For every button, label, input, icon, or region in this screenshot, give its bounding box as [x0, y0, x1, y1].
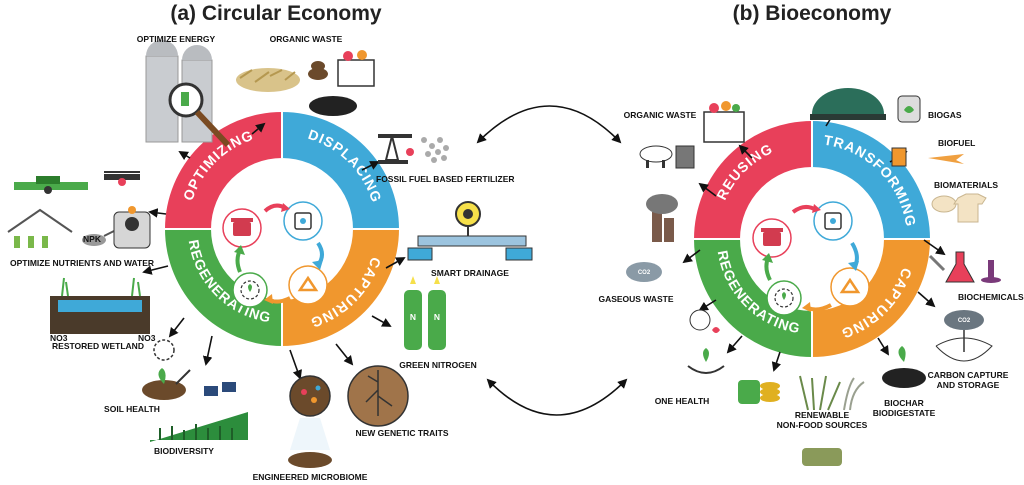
- genetic-root-icon: [347, 365, 409, 427]
- connector-arrow-bottom: [486, 378, 628, 416]
- irrigation-robot-icon: [7, 206, 151, 249]
- recycle-symbol-icon: [288, 265, 328, 305]
- biofuel-icon: [891, 147, 964, 167]
- organic-waste-pile-icon: [236, 50, 375, 116]
- bioeconomy-wheel: REUSING TRANSFORMING CAPTURING REGENERAT…: [694, 121, 930, 357]
- biodiversity-field-icon: [150, 382, 248, 442]
- biochemicals-icon: [928, 251, 1001, 283]
- label-co2-storage: CO2: [958, 318, 971, 324]
- label-smart-drainage: SMART DRAINAGE: [431, 268, 509, 278]
- connector-arrow-top: [476, 105, 622, 144]
- label-biomaterials: BIOMATERIALS: [934, 180, 998, 190]
- microbiome-icon: [288, 375, 332, 468]
- label-optimize-energy: OPTIMIZE ENERGY: [137, 34, 216, 44]
- biochar-icon: [882, 346, 926, 388]
- label-n-right: N: [434, 312, 440, 322]
- sector-regenerating: [165, 229, 282, 346]
- label-new-genetic-traits: NEW GENETIC TRAITS: [355, 428, 448, 438]
- renewable-plants-icon: [799, 375, 865, 466]
- label-carbon-capture-1: CARBON CAPTURE: [928, 370, 1009, 380]
- one-health-icon: [687, 309, 725, 374]
- soil-plant-icon: [142, 339, 191, 400]
- label-biochemicals: BIOCHEMICALS: [958, 292, 1024, 302]
- smart-drainage-icon: [407, 201, 533, 261]
- label-no3-right: NO3: [138, 333, 156, 343]
- label-biodigestate: BIODIGESTATE: [873, 408, 936, 418]
- title-circular-economy: (a) Circular Economy: [170, 2, 382, 25]
- label-gaseous-waste: GASEOUS WASTE: [598, 294, 673, 304]
- label-green-nitrogen: GREEN NITROGEN: [399, 360, 476, 370]
- organic-waste-basket-icon: [639, 101, 745, 169]
- label-one-health: ONE HEALTH: [655, 396, 710, 406]
- inner-cycle: [222, 201, 328, 308]
- drone-tractor-icon: [14, 171, 140, 194]
- label-fossil-fertilizer: FOSSIL FUEL BASED FERTILIZER: [376, 174, 515, 184]
- carbon-storage-icon: [935, 310, 993, 362]
- wetland-icon: [50, 277, 150, 334]
- label-optimize-nutrients: OPTIMIZE NUTRIENTS AND WATER: [10, 258, 154, 268]
- sector-optimizing: [165, 112, 282, 229]
- title-bioeconomy: (b) Bioeconomy: [733, 2, 892, 25]
- sector-transforming: [812, 121, 930, 239]
- sector-displacing: [282, 112, 399, 229]
- silo-icon: [145, 40, 231, 148]
- circular-economy-wheel: OPTIMIZING DISPLACING CAPTURING REGENERA…: [165, 112, 399, 346]
- label-n-left: N: [410, 312, 416, 322]
- label-npk: NPK: [83, 234, 102, 244]
- label-renewable-1: RENEWABLE: [795, 410, 850, 420]
- label-biodiversity: BIODIVERSITY: [154, 446, 214, 456]
- label-restored-wetland: RESTORED WETLAND: [52, 341, 144, 351]
- label-organic-waste-right: ORGANIC WASTE: [624, 110, 697, 120]
- label-carbon-capture-2: AND STORAGE: [937, 380, 1000, 390]
- sector-regenerating-right: [694, 239, 812, 357]
- gaseous-waste-icon: [626, 194, 678, 282]
- label-soil-health: SOIL HEALTH: [104, 404, 160, 414]
- nitrogen-tanks-icon: [404, 276, 446, 350]
- label-renewable-2: NON-FOOD SOURCES: [777, 420, 868, 430]
- biogas-dome-icon: [810, 88, 921, 123]
- money-icon: [738, 380, 780, 404]
- inner-cycle-right: [752, 201, 870, 316]
- label-co2-cloud: CO2: [638, 270, 651, 276]
- label-biogas: BIOGAS: [928, 110, 962, 120]
- label-engineered-microbiome: ENGINEERED MICROBIOME: [253, 472, 368, 482]
- label-organic-waste-left: ORGANIC WASTE: [270, 34, 343, 44]
- oil-pump-icon: [378, 134, 449, 164]
- label-no3-left: NO3: [50, 333, 68, 343]
- left-outward-arrows: [142, 122, 406, 380]
- sector-capturing-right: [812, 239, 930, 357]
- sector-reusing: [694, 121, 812, 239]
- biomaterials-icon: [931, 193, 987, 223]
- label-biofuel: BIOFUEL: [938, 138, 975, 148]
- sector-capturing: [282, 229, 399, 346]
- recycle-symbol-icon-right: [830, 267, 870, 307]
- label-biochar: BIOCHAR: [884, 398, 924, 408]
